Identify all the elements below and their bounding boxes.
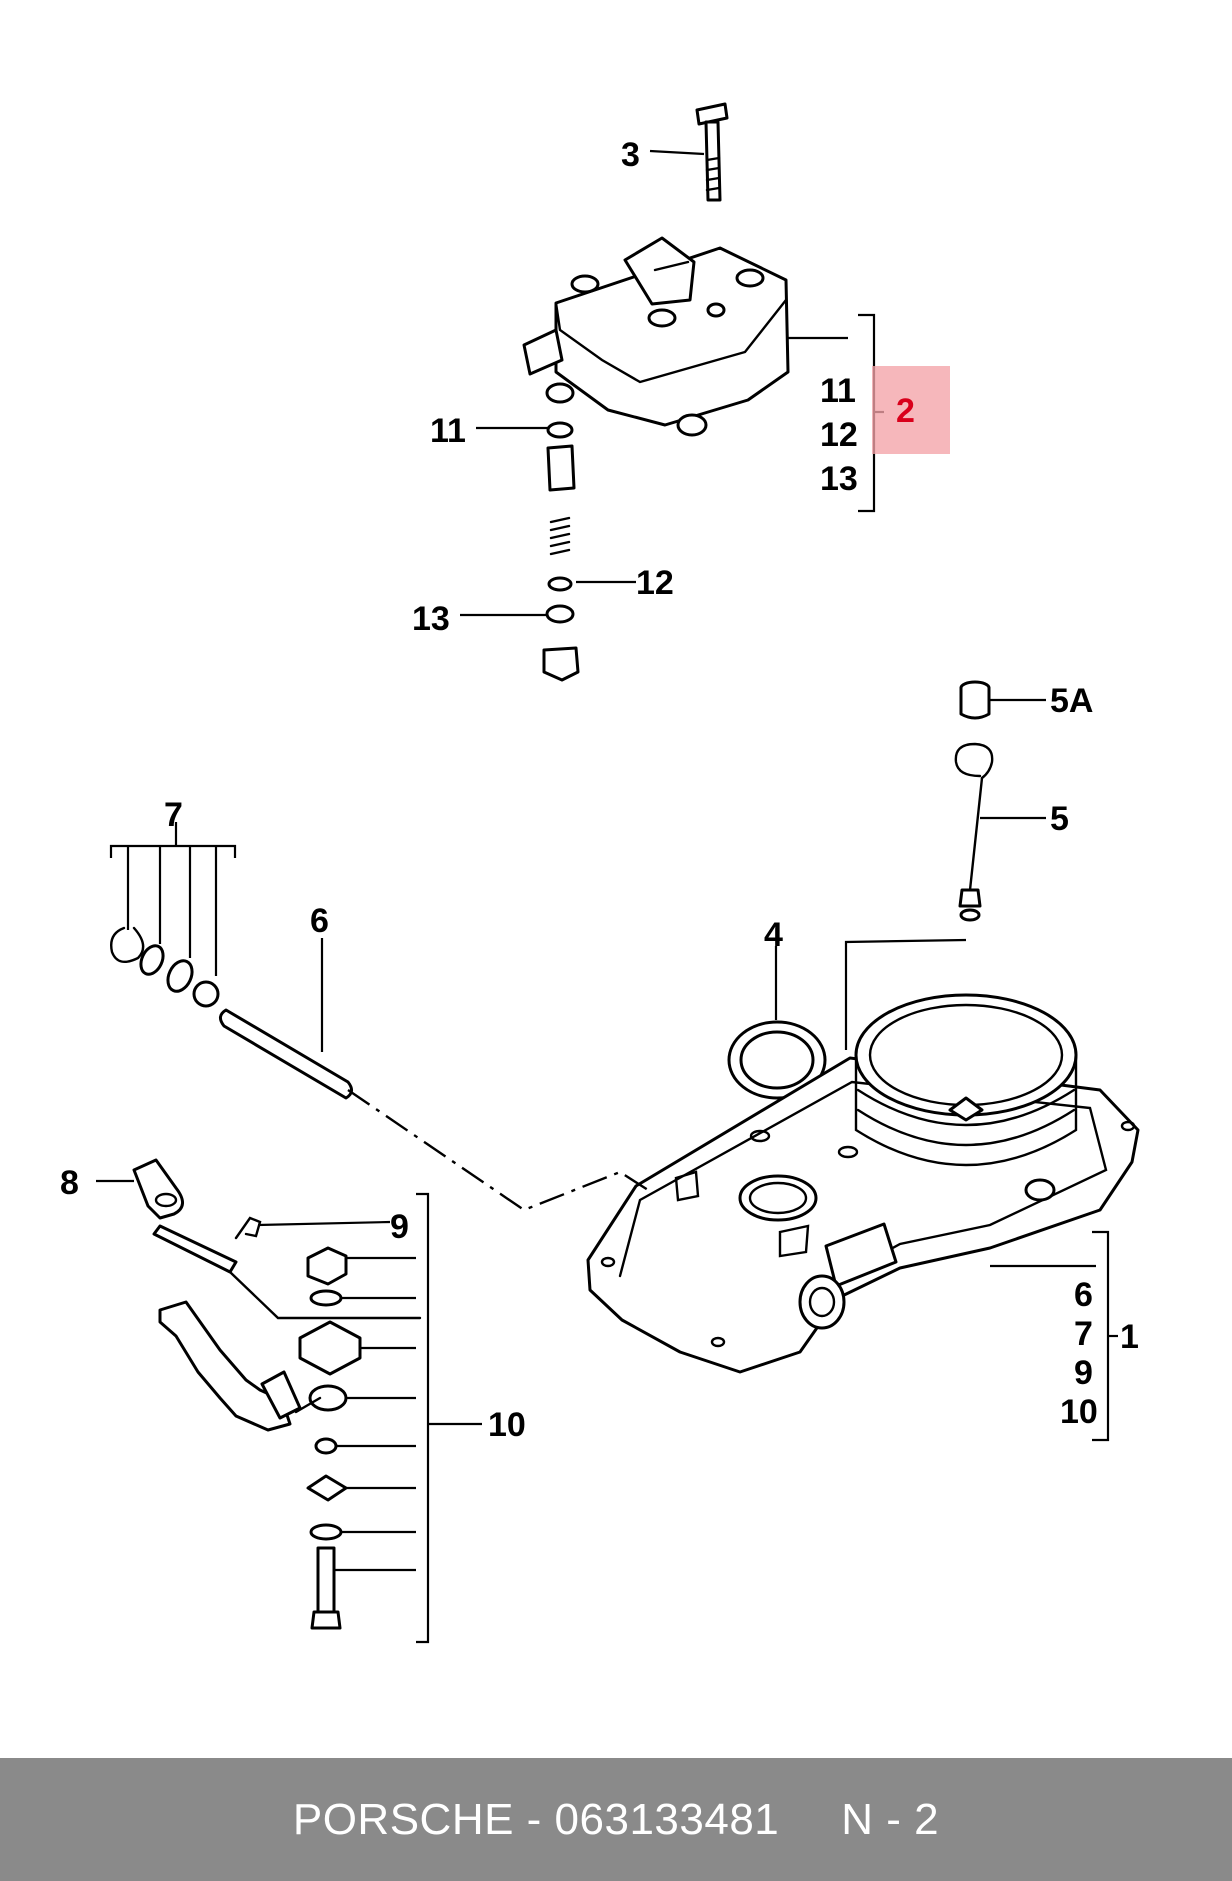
group1-item-9: 9 (1074, 1354, 1093, 1392)
footer-bar: PORSCHE - 063133481 N - 2 (0, 1758, 1232, 1881)
leads-10 (334, 1192, 482, 1644)
parts-diagram: 3 11 12 13 11 12 13 2 5A 5 4 6 7 8 9 10 … (60, 102, 1140, 1644)
callout-11: 11 (430, 412, 466, 450)
callout-10: 10 (488, 1406, 526, 1444)
group1-item-7: 7 (1074, 1315, 1093, 1353)
group2-item-12: 12 (820, 416, 858, 454)
footer-diagram-ref: N - 2 (841, 1794, 940, 1844)
callout-2-highlighted: 2 (896, 392, 915, 430)
callout-12: 12 (636, 564, 674, 602)
group1-item-6: 6 (1074, 1276, 1093, 1314)
callout-5a: 5A (1050, 682, 1093, 720)
shaft-6 (219, 1008, 353, 1100)
callout-13: 13 (412, 600, 450, 638)
callout-4: 4 (764, 916, 783, 954)
clip-9 (234, 1216, 262, 1240)
group2-item-13: 13 (820, 460, 858, 498)
lever-10 (152, 1224, 422, 1432)
seal-ring-4 (727, 1020, 827, 1100)
bracket-group-1 (1092, 1230, 1118, 1442)
valve-cover (522, 236, 790, 437)
housing-1 (586, 993, 1140, 1374)
highlight-box (872, 366, 950, 454)
callout-9: 9 (390, 1208, 409, 1246)
dipstick-5 (954, 742, 994, 922)
rings-7 (109, 822, 237, 1008)
callout-3: 3 (621, 136, 640, 174)
hardware-stack-10 (298, 1246, 362, 1630)
cap-5a (959, 680, 991, 720)
part-8 (132, 1158, 184, 1220)
group1-item-10: 10 (1060, 1393, 1098, 1431)
callout-5: 5 (1050, 800, 1069, 838)
group2-item-11: 11 (820, 372, 856, 410)
footer-part-ref: PORSCHE - 063133481 (292, 1794, 780, 1844)
callout-7: 7 (164, 796, 183, 834)
bolt-3 (695, 102, 729, 202)
callout-8: 8 (60, 1164, 79, 1202)
callout-6: 6 (310, 902, 329, 940)
callout-1: 1 (1120, 1318, 1139, 1356)
small-parts-stack (542, 421, 580, 682)
